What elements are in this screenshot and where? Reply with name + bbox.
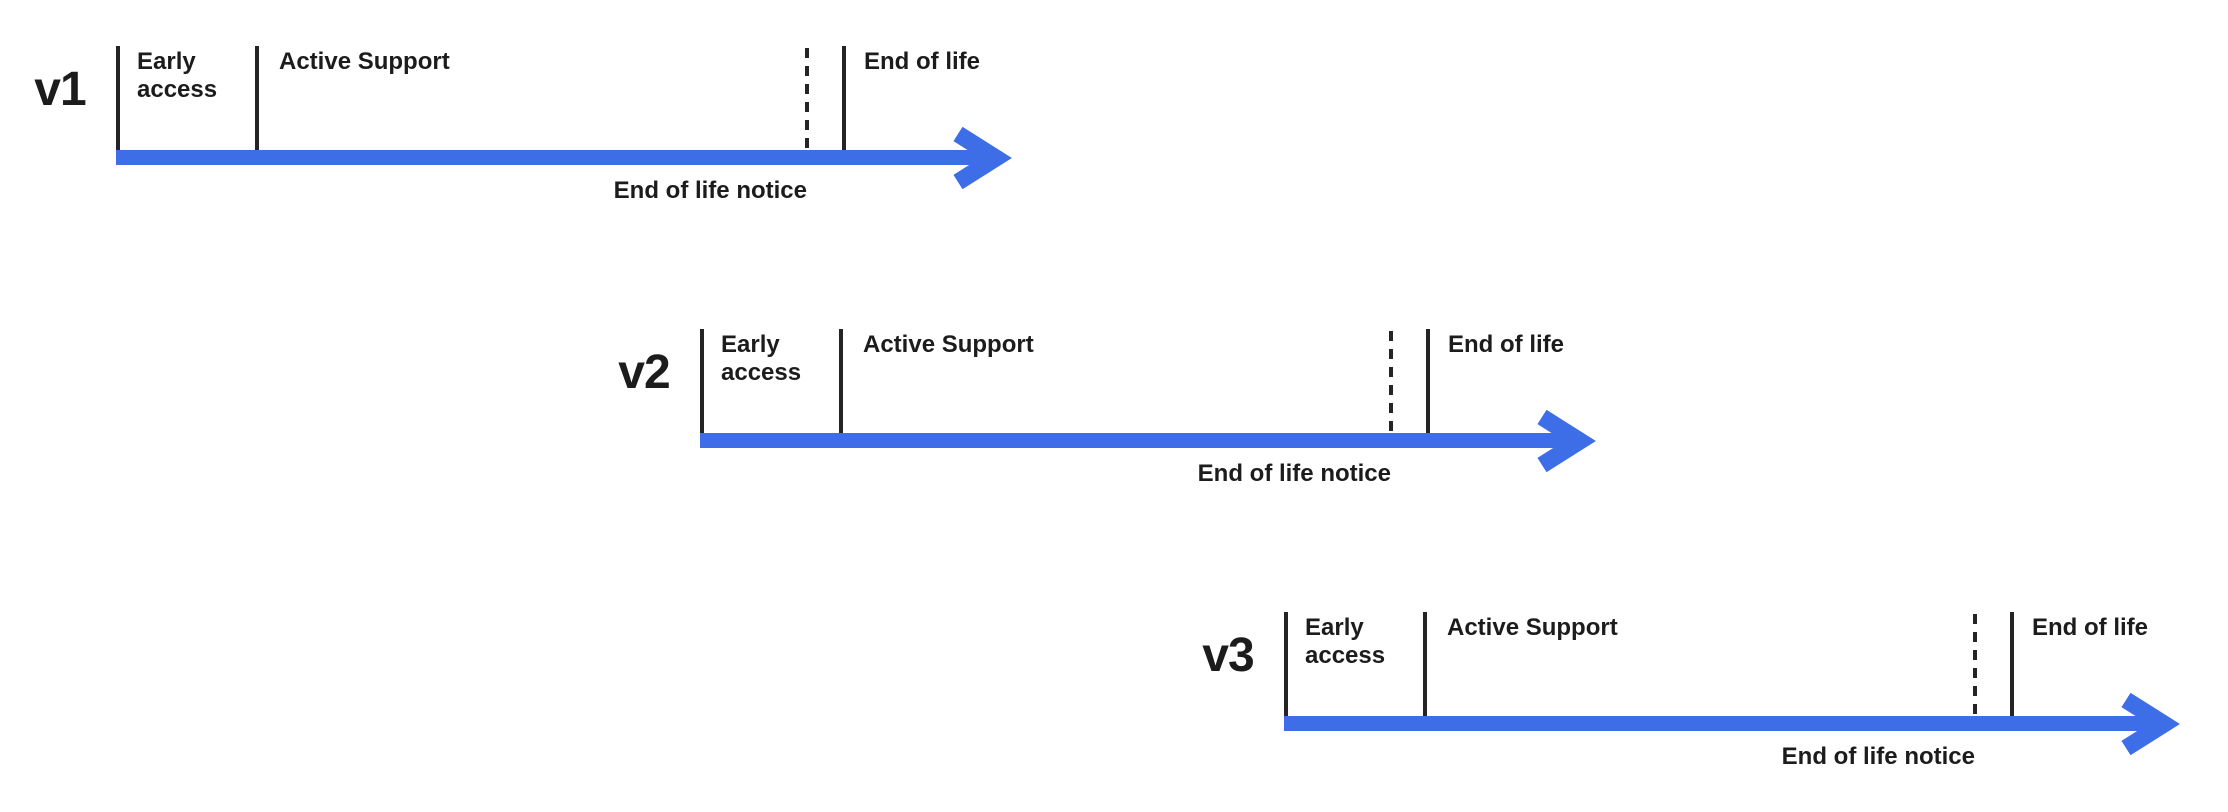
early-access-label: Early access bbox=[721, 331, 802, 386]
active-support-label: Active Support bbox=[279, 48, 450, 75]
end-of-life-label: End of life bbox=[1448, 331, 1564, 358]
eol-notice-dashed-line bbox=[805, 48, 809, 148]
timeline-v3: v3 Early access Active Support End of li… bbox=[1168, 566, 2228, 781]
end-of-life-label: End of life bbox=[2032, 614, 2148, 641]
version-label-v2: v2 bbox=[618, 346, 670, 399]
version-label-v1: v1 bbox=[34, 63, 86, 116]
timeline-arrow-shaft bbox=[700, 433, 1564, 448]
arrow-head-icon bbox=[1537, 410, 1596, 472]
end-of-life-notice-label: End of life notice bbox=[613, 177, 807, 204]
eol-notice-dashed-line bbox=[1973, 614, 1977, 714]
arrow-head-icon bbox=[2121, 693, 2180, 755]
end-of-life-tick bbox=[1426, 329, 1430, 433]
active-support-start-tick bbox=[1423, 612, 1427, 716]
end-of-life-label: End of life bbox=[864, 48, 980, 75]
eol-notice-dashed-line bbox=[1389, 331, 1393, 431]
active-support-label: Active Support bbox=[863, 331, 1034, 358]
arrow-head-icon bbox=[953, 127, 1012, 189]
active-support-start-tick bbox=[839, 329, 843, 433]
timeline-v2: v2 Early access Active Support End of li… bbox=[584, 283, 1644, 498]
early-access-label: Early access bbox=[1305, 614, 1386, 669]
end-of-life-tick bbox=[2010, 612, 2014, 716]
early-access-start-tick bbox=[1284, 612, 1288, 716]
end-of-life-notice-label: End of life notice bbox=[1197, 460, 1391, 487]
early-access-start-tick bbox=[700, 329, 704, 433]
early-access-start-tick bbox=[116, 46, 120, 150]
timeline-arrow-shaft bbox=[116, 150, 980, 165]
active-support-label: Active Support bbox=[1447, 614, 1618, 641]
timeline-v1: v1 Early access Active Support End of li… bbox=[0, 0, 1060, 215]
end-of-life-notice-label: End of life notice bbox=[1781, 743, 1975, 770]
early-access-label: Early access bbox=[137, 48, 218, 103]
active-support-start-tick bbox=[255, 46, 259, 150]
version-label-v3: v3 bbox=[1202, 629, 1254, 682]
timeline-arrow-shaft bbox=[1284, 716, 2148, 731]
end-of-life-tick bbox=[842, 46, 846, 150]
